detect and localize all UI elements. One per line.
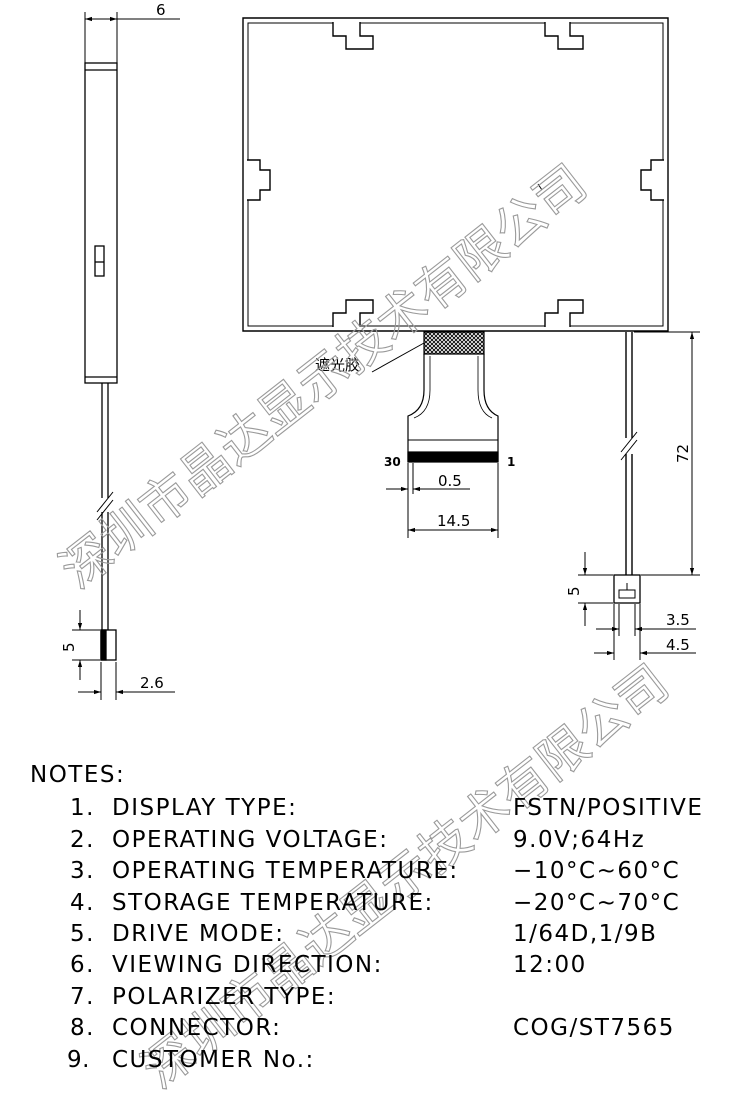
dim-connector-height-right-label: 5: [565, 586, 583, 596]
note-number: 5.: [70, 920, 95, 947]
dim-pin-width-outer-label: 4.5: [666, 636, 690, 654]
notes-title: NOTES:: [30, 762, 126, 788]
pin-last-label: 1: [507, 455, 515, 469]
dim-thickness-label: 6: [156, 1, 166, 19]
note-row: 1. DISPLAY TYPE: FSTN/POSITIVE: [30, 793, 730, 824]
note-label: DRIVE MODE:: [112, 920, 285, 947]
watermark-upper: 深圳市晶达显示技术有限公司: [50, 154, 598, 600]
note-value: 1/64D,1/9B: [513, 920, 658, 947]
note-label: OPERATING VOLTAGE:: [112, 826, 389, 853]
fpc-tail: [371, 331, 499, 538]
note-row: 4. STORAGE TEMPERATURE: −20°C~70°C: [30, 888, 730, 919]
note-row: 7. POLARIZER TYPE:: [30, 982, 730, 1013]
note-value: 12:00: [513, 952, 587, 979]
note-label: DISPLAY TYPE:: [112, 795, 298, 822]
note-label: CONNECTOR:: [112, 1015, 282, 1042]
notes-block: NOTES: 1. DISPLAY TYPE: FSTN/POSITIVE 2.…: [30, 760, 730, 1076]
note-value: −10°C~60°C: [513, 858, 681, 885]
note-number: 8.: [70, 1015, 95, 1042]
note-number: 7.: [70, 983, 95, 1010]
note-value: FSTN/POSITIVE: [513, 795, 704, 822]
shading-tape-label: 遮光胶: [315, 356, 360, 374]
note-row: 3. OPERATING TEMPERATURE: −10°C~60°C: [30, 856, 730, 887]
note-label: POLARIZER TYPE:: [112, 983, 337, 1010]
note-value: 9.0V;64Hz: [513, 826, 646, 853]
note-number: 4.: [70, 889, 95, 916]
note-number: 2.: [70, 826, 95, 853]
note-row: 9. CUSTOMER No.:: [30, 1045, 730, 1076]
side-view: [72, 12, 180, 700]
note-label: VIEWING DIRECTION:: [112, 952, 383, 979]
note-number: 9.: [67, 1046, 90, 1073]
note-number: 1.: [70, 795, 95, 822]
note-label: CUSTOMER No.:: [112, 1046, 315, 1073]
note-value: COG/ST7565: [513, 1015, 675, 1042]
dim-fpc-length-label: 72: [674, 444, 692, 463]
note-label: STORAGE TEMPERATURE:: [112, 889, 434, 916]
note-row: 8. CONNECTOR: COG/ST7565: [30, 1013, 730, 1044]
dim-connector-height-left-label: 5: [60, 642, 78, 652]
note-row: 6. VIEWING DIRECTION: 12:00: [30, 950, 730, 981]
note-value: −20°C~70°C: [513, 889, 681, 916]
dim-fpc-width-label: 14.5: [437, 512, 470, 530]
front-view: [242, 17, 700, 660]
note-label: OPERATING TEMPERATURE:: [112, 858, 459, 885]
pin-first-label: 30: [384, 455, 401, 469]
dim-pitch-label: 0.5: [438, 472, 462, 490]
dim-connector-width-label: 2.6: [140, 674, 164, 692]
dim-pin-width-inner-label: 3.5: [666, 611, 690, 629]
note-row: 5. DRIVE MODE: 1/64D,1/9B: [30, 919, 730, 950]
note-number: 3.: [70, 858, 95, 885]
note-row: 2. OPERATING VOLTAGE: 9.0V;64Hz: [30, 825, 730, 856]
note-number: 6.: [70, 952, 95, 979]
